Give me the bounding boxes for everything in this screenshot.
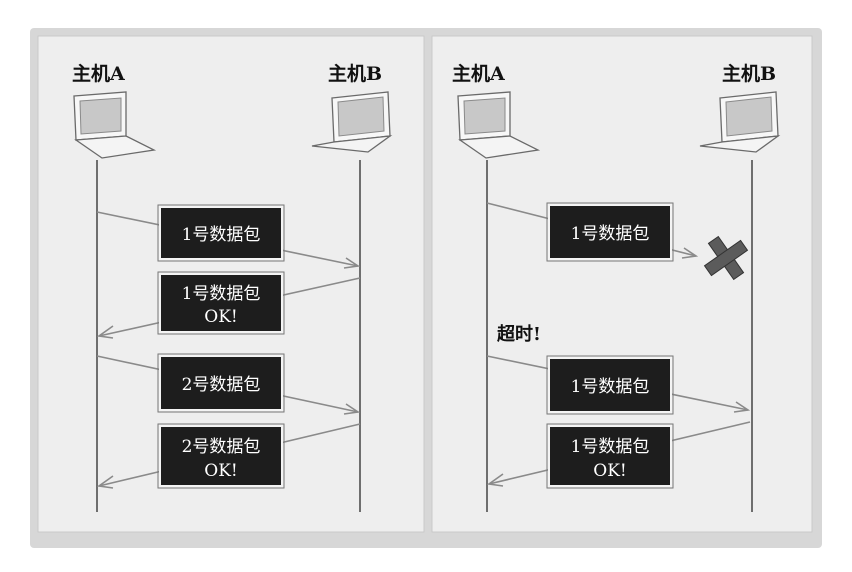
left-host-b-label: 主机B <box>328 63 382 85</box>
packet-box: 1号数据包 <box>546 202 674 262</box>
packet-label: 1号数据包 <box>182 225 261 245</box>
right-host-b-label: 主机B <box>722 63 776 85</box>
packet-box: 1号数据包 <box>546 355 674 415</box>
ack-box: 1号数据包 OK! <box>546 423 674 489</box>
arrowhead <box>96 475 114 489</box>
left-panel: 主机A 主机B 1号数据包 <box>37 35 425 533</box>
arrowhead <box>486 473 504 487</box>
timeout-label: 超时! <box>497 323 541 345</box>
packet-box: 2号数据包 <box>157 353 285 413</box>
arrowhead <box>96 325 114 339</box>
arrowhead <box>343 257 361 269</box>
packet-label: 1号数据包 <box>571 437 650 457</box>
ack-label: OK! <box>204 461 237 481</box>
arrowhead <box>343 403 361 415</box>
lost-packet-x-icon <box>703 235 749 281</box>
ack-box: 1号数据包 OK! <box>157 271 285 335</box>
arrowhead <box>733 401 751 413</box>
packet-label: 1号数据包 <box>182 284 261 304</box>
arrowhead <box>681 247 699 259</box>
ack-label: OK! <box>593 461 626 481</box>
left-host-a-label: 主机A <box>72 63 125 85</box>
laptop-icon <box>457 91 541 159</box>
laptop-icon <box>311 91 393 153</box>
laptop-icon <box>699 91 781 153</box>
packet-label: 2号数据包 <box>182 375 261 395</box>
ack-box: 2号数据包 OK! <box>157 423 285 489</box>
right-panel: 主机A 主机B 超时! 1号 <box>431 35 813 533</box>
packet-label: 2号数据包 <box>182 437 261 457</box>
laptop-icon <box>73 91 157 159</box>
ack-label: OK! <box>204 307 237 327</box>
packet-box: 1号数据包 <box>157 204 285 262</box>
right-host-a-label: 主机A <box>452 63 505 85</box>
packet-label: 1号数据包 <box>571 377 650 397</box>
packet-label: 1号数据包 <box>571 224 650 244</box>
